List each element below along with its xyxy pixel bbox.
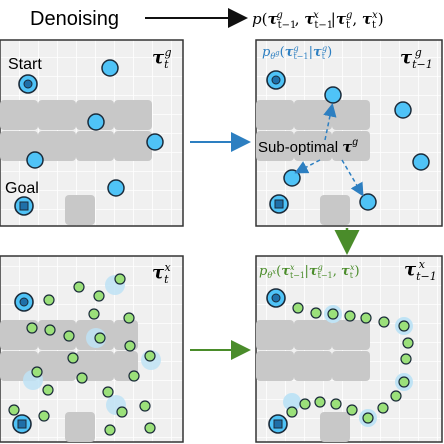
obstacles [256, 100, 370, 225]
goal-label: Goal [5, 180, 39, 197]
model-label: pθx(τt−1x|τt−1g, τtx) [259, 263, 360, 280]
dashed-arrow [323, 103, 337, 141]
waypoint [359, 193, 377, 211]
panel-top-right: pθg(τt−1g|τtg) τt−1g Sub-optimal τg [255, 39, 443, 227]
goal-node [14, 196, 34, 216]
obstacles [0, 100, 152, 225]
suboptimal-label: Sub-optimal τg [258, 137, 358, 156]
panel-top-left: Start Goal τtg [0, 39, 184, 227]
dashed-arrow [294, 159, 321, 174]
waypoint [324, 86, 342, 104]
waypoint [412, 153, 430, 171]
start-node [18, 74, 38, 94]
start-node [266, 70, 286, 90]
waypoint [26, 151, 44, 169]
goal-node [268, 414, 288, 434]
model-label: pθg(τt−1g|τtg) [262, 44, 332, 61]
panel-label: τtg [152, 46, 172, 71]
panel-label: τt−1x [404, 258, 437, 283]
waypoint [394, 101, 412, 119]
waypoint [146, 133, 164, 151]
waypoint [101, 59, 119, 77]
start-node [14, 292, 34, 312]
goal-node [269, 194, 289, 214]
obstacles [256, 320, 370, 442]
waypoint [87, 113, 105, 131]
header-formula: p(τt−1g, τt−1x|τtg, τtx) [252, 10, 384, 31]
trajectory-points [286, 302, 414, 424]
start-label: Start [8, 56, 42, 73]
goal-node [12, 414, 32, 434]
waypoint [283, 169, 301, 187]
start-node [266, 288, 286, 308]
panel-label: τtx [152, 261, 172, 286]
waypoint [107, 179, 125, 197]
panel-bottom-right: pθx(τt−1x|τt−1g, τtx) τt−1x [255, 255, 443, 443]
header-title: Denoising [30, 8, 119, 30]
panel-bottom-left: τtx [0, 255, 184, 443]
green-points [8, 273, 156, 436]
